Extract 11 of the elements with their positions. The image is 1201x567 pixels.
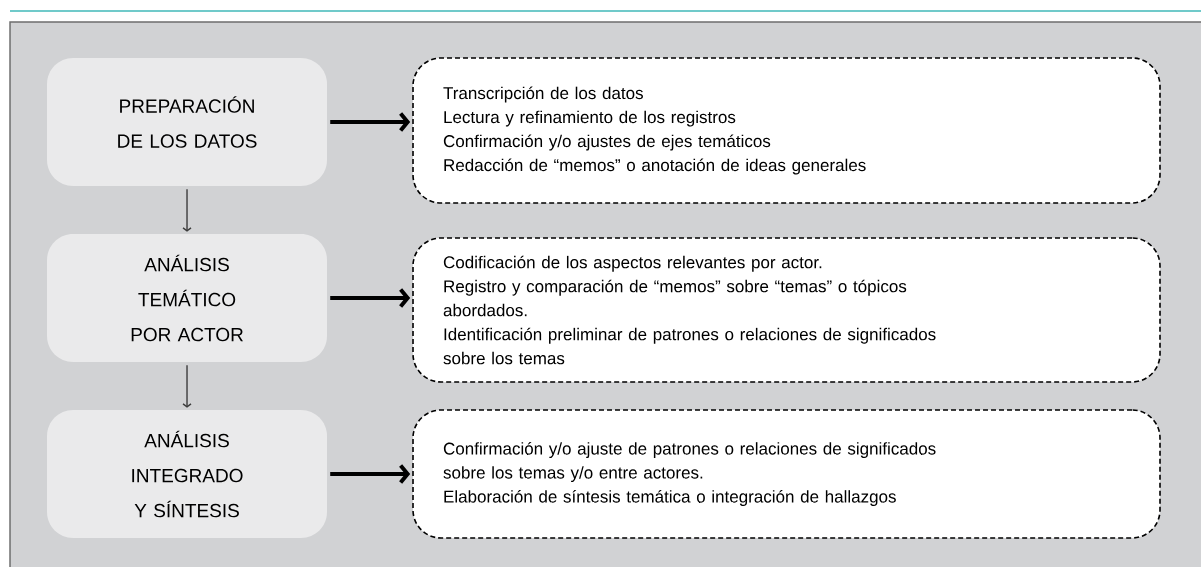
arrow [330, 288, 411, 308]
step-box: ANÁLISIS INTEGRADO Y SÍNTESIS [47, 410, 327, 538]
note-box: Transcripción de los datos Lectura y refinamiento de los registros Confirmación y/o ajustes de ejes temáticos Redacción de “memos” o anotación de ideas generales [412, 57, 1161, 204]
arrow [330, 464, 411, 484]
note-box: Confirmación y/o ajuste de patrones o relaciones de significados sobre los temas y/o entre actores. Elaboración de síntesis temática o integración de hallazgos [412, 409, 1161, 539]
arrow [182, 364, 192, 408]
arrow [182, 188, 192, 232]
step-box: PREPARACIÓN DE LOS DATOS [47, 58, 327, 186]
step-box: ANÁLISIS TEMÁTICO POR ACTOR [47, 234, 327, 362]
note-box: Codificación de los aspectos relevantes por actor. Registro y comparación de “memos” sobre “temas” o tópicos abordados. Identificación preliminar de patrones o relaciones de significados sobre los temas [412, 237, 1161, 383]
arrow [330, 112, 411, 132]
